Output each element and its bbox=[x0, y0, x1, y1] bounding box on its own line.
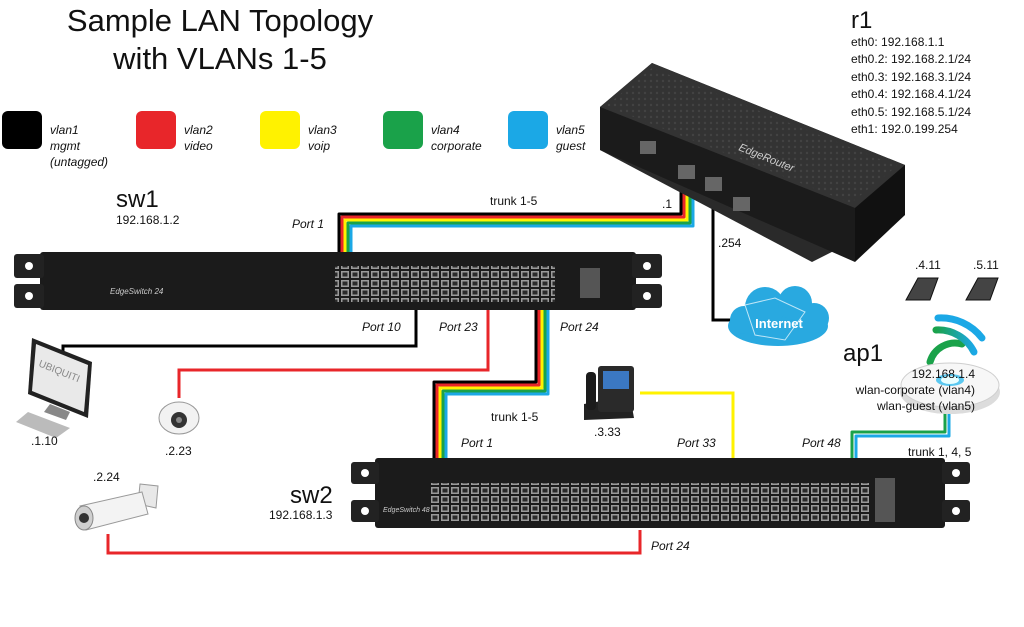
title-line-2: with VLANs 1-5 bbox=[113, 41, 327, 76]
legend-text-vlan2: vlan2 video bbox=[184, 123, 213, 153]
r1-interface-list: eth0: 192.168.1.1 eth0.2: 192.168.2.1/24… bbox=[851, 34, 971, 138]
legend-swatch-vlan5 bbox=[508, 111, 548, 149]
ap1-name: ap1 bbox=[843, 340, 884, 367]
sw1-model-text: EdgeSwitch 24 bbox=[110, 287, 164, 296]
ip-phone bbox=[584, 366, 634, 420]
legend-text-vlan4: vlan4 corporate bbox=[431, 123, 482, 153]
dome-camera-cable bbox=[177, 300, 490, 398]
sw1-trunk-label: trunk 1-5 bbox=[490, 194, 538, 208]
legend-text-vlan1: vlan1 mgmt (untagged) bbox=[50, 123, 109, 169]
legend-swatch-vlan4 bbox=[383, 111, 423, 149]
router-port-eth0 bbox=[640, 141, 656, 154]
trunk-cable-sw1-sw2 bbox=[432, 300, 550, 468]
sw1-name: sw1 bbox=[116, 186, 159, 213]
bullet-camera-cable bbox=[106, 530, 642, 555]
ap1-trunk-label: trunk 1, 4, 5 bbox=[908, 445, 972, 459]
ap1-ip: 192.168.1.4 bbox=[911, 367, 975, 381]
access-point bbox=[900, 362, 1000, 414]
dome-camera bbox=[158, 401, 200, 435]
r1-interface: eth0.5: 192.168.5.1/24 bbox=[851, 104, 972, 119]
router-port-eth2 bbox=[705, 177, 722, 191]
r1-interface: eth1: 192.0.199.254 bbox=[851, 122, 958, 137]
legend-text-vlan5: vlan5 guest bbox=[556, 123, 586, 153]
sw2-port24-label: Port 24 bbox=[651, 539, 690, 553]
legend-swatch-vlan1 bbox=[2, 111, 42, 149]
sw2-port1-label: Port 1 bbox=[461, 436, 494, 450]
sw1-port24-label: Port 24 bbox=[560, 320, 599, 334]
sw2-ip: 192.168.1.3 bbox=[269, 508, 333, 522]
wifi-signal-icon bbox=[926, 314, 986, 366]
edgeswitch24-device: EdgeSwitch 24 bbox=[14, 252, 662, 310]
edgeswitch48-device: EdgeSwitch 48 bbox=[351, 458, 970, 528]
legend-text-vlan3: vlan3 voip bbox=[308, 123, 337, 153]
dome-camera-ip-label: .2.23 bbox=[165, 444, 192, 458]
tablet2-ip-label: .5.11 bbox=[973, 258, 999, 272]
tablet1-ip-label: .4.11 bbox=[915, 258, 941, 272]
ap1-ssid-corporate: wlan-corporate (vlan4) bbox=[855, 383, 975, 397]
legend-swatch-vlan2 bbox=[136, 111, 176, 149]
sw2-model-text: EdgeSwitch 48 bbox=[383, 507, 430, 514]
r1-interface: eth0.2: 192.168.2.1/24 bbox=[851, 52, 972, 67]
trunk-cable-r1-sw1 bbox=[337, 178, 695, 270]
title-line-1: Sample LAN Topology bbox=[66, 3, 374, 38]
bullet-camera-ip-label: .2.24 bbox=[93, 470, 120, 484]
sw2-port48-label: Port 48 bbox=[802, 436, 841, 450]
r1-wan-label: .254 bbox=[718, 236, 742, 250]
phone-cable bbox=[640, 391, 735, 470]
sw2-name: sw2 bbox=[290, 482, 333, 509]
bullet-camera bbox=[74, 483, 159, 531]
legend-swatch-vlan3 bbox=[260, 111, 300, 149]
tablet-device-1 bbox=[905, 277, 939, 301]
pc-monitor: UBIQUITI bbox=[16, 338, 92, 438]
tablet-device-2 bbox=[965, 277, 999, 301]
edgerouter-device: EdgeRouter bbox=[600, 63, 905, 262]
ap1-ssid-guest: wlan-guest (vlan5) bbox=[876, 399, 975, 413]
sw1-ip: 192.168.1.2 bbox=[116, 213, 180, 227]
sw1-port10-label: Port 10 bbox=[362, 320, 401, 334]
router-port-eth1 bbox=[678, 165, 695, 179]
r1-interface: eth0: 192.168.1.1 bbox=[851, 35, 945, 49]
r1-interface: eth0.3: 192.168.3.1/24 bbox=[851, 69, 972, 84]
r1-name: r1 bbox=[851, 7, 873, 34]
pc-ip-label: .1.10 bbox=[31, 434, 58, 448]
phone-ip-label: .3.33 bbox=[594, 425, 621, 439]
ap1-info: 192.168.1.4 wlan-corporate (vlan4) wlan-… bbox=[745, 366, 975, 414]
internet-cloud: Internet bbox=[728, 286, 829, 346]
r1-interface: eth0.4: 192.168.4.1/24 bbox=[851, 87, 972, 102]
ap-trunk-cable bbox=[850, 412, 951, 470]
sw2-port33-label: Port 33 bbox=[677, 436, 716, 450]
sw1-port23-label: Port 23 bbox=[439, 320, 478, 334]
r1-port-label: .1 bbox=[662, 197, 673, 211]
sw1-port1-label: Port 1 bbox=[292, 217, 325, 231]
diagram-title: Sample LAN Topology with VLANs 1-5 bbox=[28, 2, 412, 78]
sw2-trunk-label: trunk 1-5 bbox=[491, 410, 539, 424]
internet-label: Internet bbox=[755, 316, 803, 331]
router-port-eth3 bbox=[733, 197, 750, 211]
